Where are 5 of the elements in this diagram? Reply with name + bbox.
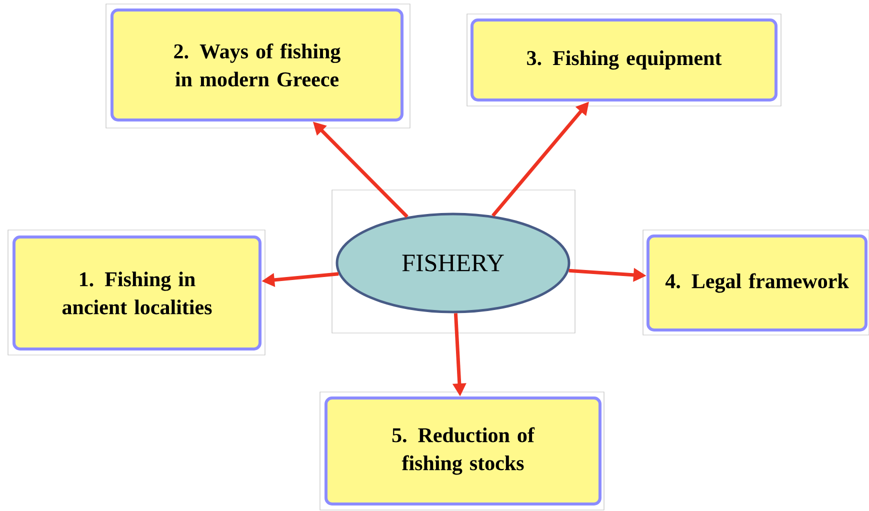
topic-box: 1. Fishing in ancient localities [12,236,262,350]
topic-box: 5. Reduction of fishing stocks [324,396,602,506]
topic-box: 4. Legal framework [646,234,868,332]
topic-box: 2. Ways of fishing in modern Greece [110,8,404,122]
topic-box: 3. Fishing equipment [470,18,778,102]
